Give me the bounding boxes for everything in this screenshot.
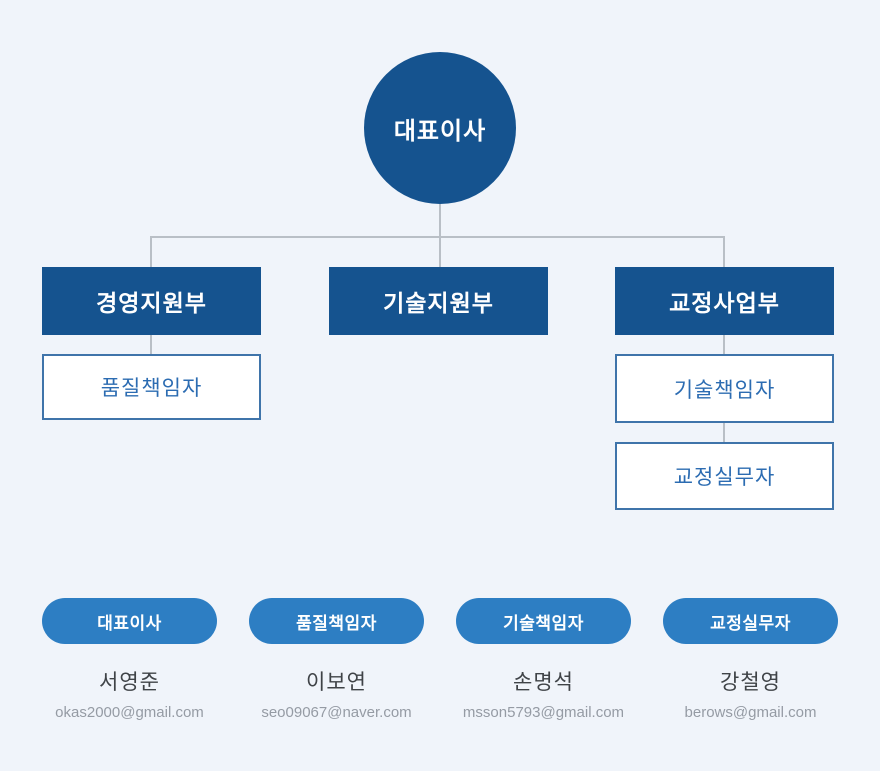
contact-name: 이보연 xyxy=(306,671,367,694)
dept-node-label: 기술지원부 xyxy=(383,290,494,316)
contact-email: msson5793@gmail.com xyxy=(462,704,625,721)
role-node-label: 교정실무자 xyxy=(673,466,776,489)
connector-stub-left xyxy=(150,236,152,267)
role-badge-label: 대표이사 xyxy=(97,613,162,633)
contact-name: 서영준 xyxy=(99,671,160,694)
connector-stub-right xyxy=(723,236,725,267)
role-badge: 교정실무자 xyxy=(663,598,838,644)
contact-card-ceo: 대표이사 서영준 okas2000@gmail.com xyxy=(42,598,217,721)
role-node-technical-manager: 기술책임자 xyxy=(615,354,834,423)
contact-email: berows@gmail.com xyxy=(684,704,817,721)
connector-left-child-line xyxy=(150,335,152,354)
contact-card-calibration-practitioner: 교정실무자 강철영 berows@gmail.com xyxy=(663,598,838,721)
connector-right-child-line-1 xyxy=(723,335,725,354)
role-node-label: 기술책임자 xyxy=(673,378,776,402)
role-badge: 기술책임자 xyxy=(456,598,631,644)
contact-email: seo09067@naver.com xyxy=(261,704,412,721)
role-node-label: 품질책임자 xyxy=(100,377,203,400)
connector-right-child-line-2 xyxy=(723,423,725,442)
role-badge: 품질책임자 xyxy=(249,598,424,644)
contact-card-quality-manager: 품질책임자 이보연 seo09067@naver.com xyxy=(249,598,424,721)
connector-root-line xyxy=(439,204,441,237)
role-badge-label: 교정실무자 xyxy=(710,613,791,633)
ceo-node-label: 대표이사 xyxy=(393,117,487,145)
connector-stub-middle xyxy=(439,236,441,267)
ceo-node: 대표이사 xyxy=(364,52,516,204)
contacts-row: 대표이사 서영준 okas2000@gmail.com 품질책임자 이보연 se… xyxy=(42,598,838,721)
dept-node-label: 교정사업부 xyxy=(669,290,780,316)
dept-node-label: 경영지원부 xyxy=(96,290,207,316)
contact-card-technical-manager: 기술책임자 손명석 msson5793@gmail.com xyxy=(456,598,631,721)
role-badge-label: 품질책임자 xyxy=(296,613,377,633)
dept-node-management-support: 경영지원부 xyxy=(42,267,261,335)
role-node-quality-manager: 품질책임자 xyxy=(42,354,261,420)
contact-email: okas2000@gmail.com xyxy=(55,704,204,721)
contact-name: 강철영 xyxy=(720,671,781,694)
contact-name: 손명석 xyxy=(513,671,574,694)
role-node-calibration-practitioner: 교정실무자 xyxy=(615,442,834,510)
dept-node-calibration-business: 교정사업부 xyxy=(615,267,834,335)
dept-node-technical-support: 기술지원부 xyxy=(329,267,548,335)
connector-horizontal-line xyxy=(150,236,725,238)
role-badge-label: 기술책임자 xyxy=(503,613,584,633)
role-badge: 대표이사 xyxy=(42,598,217,644)
